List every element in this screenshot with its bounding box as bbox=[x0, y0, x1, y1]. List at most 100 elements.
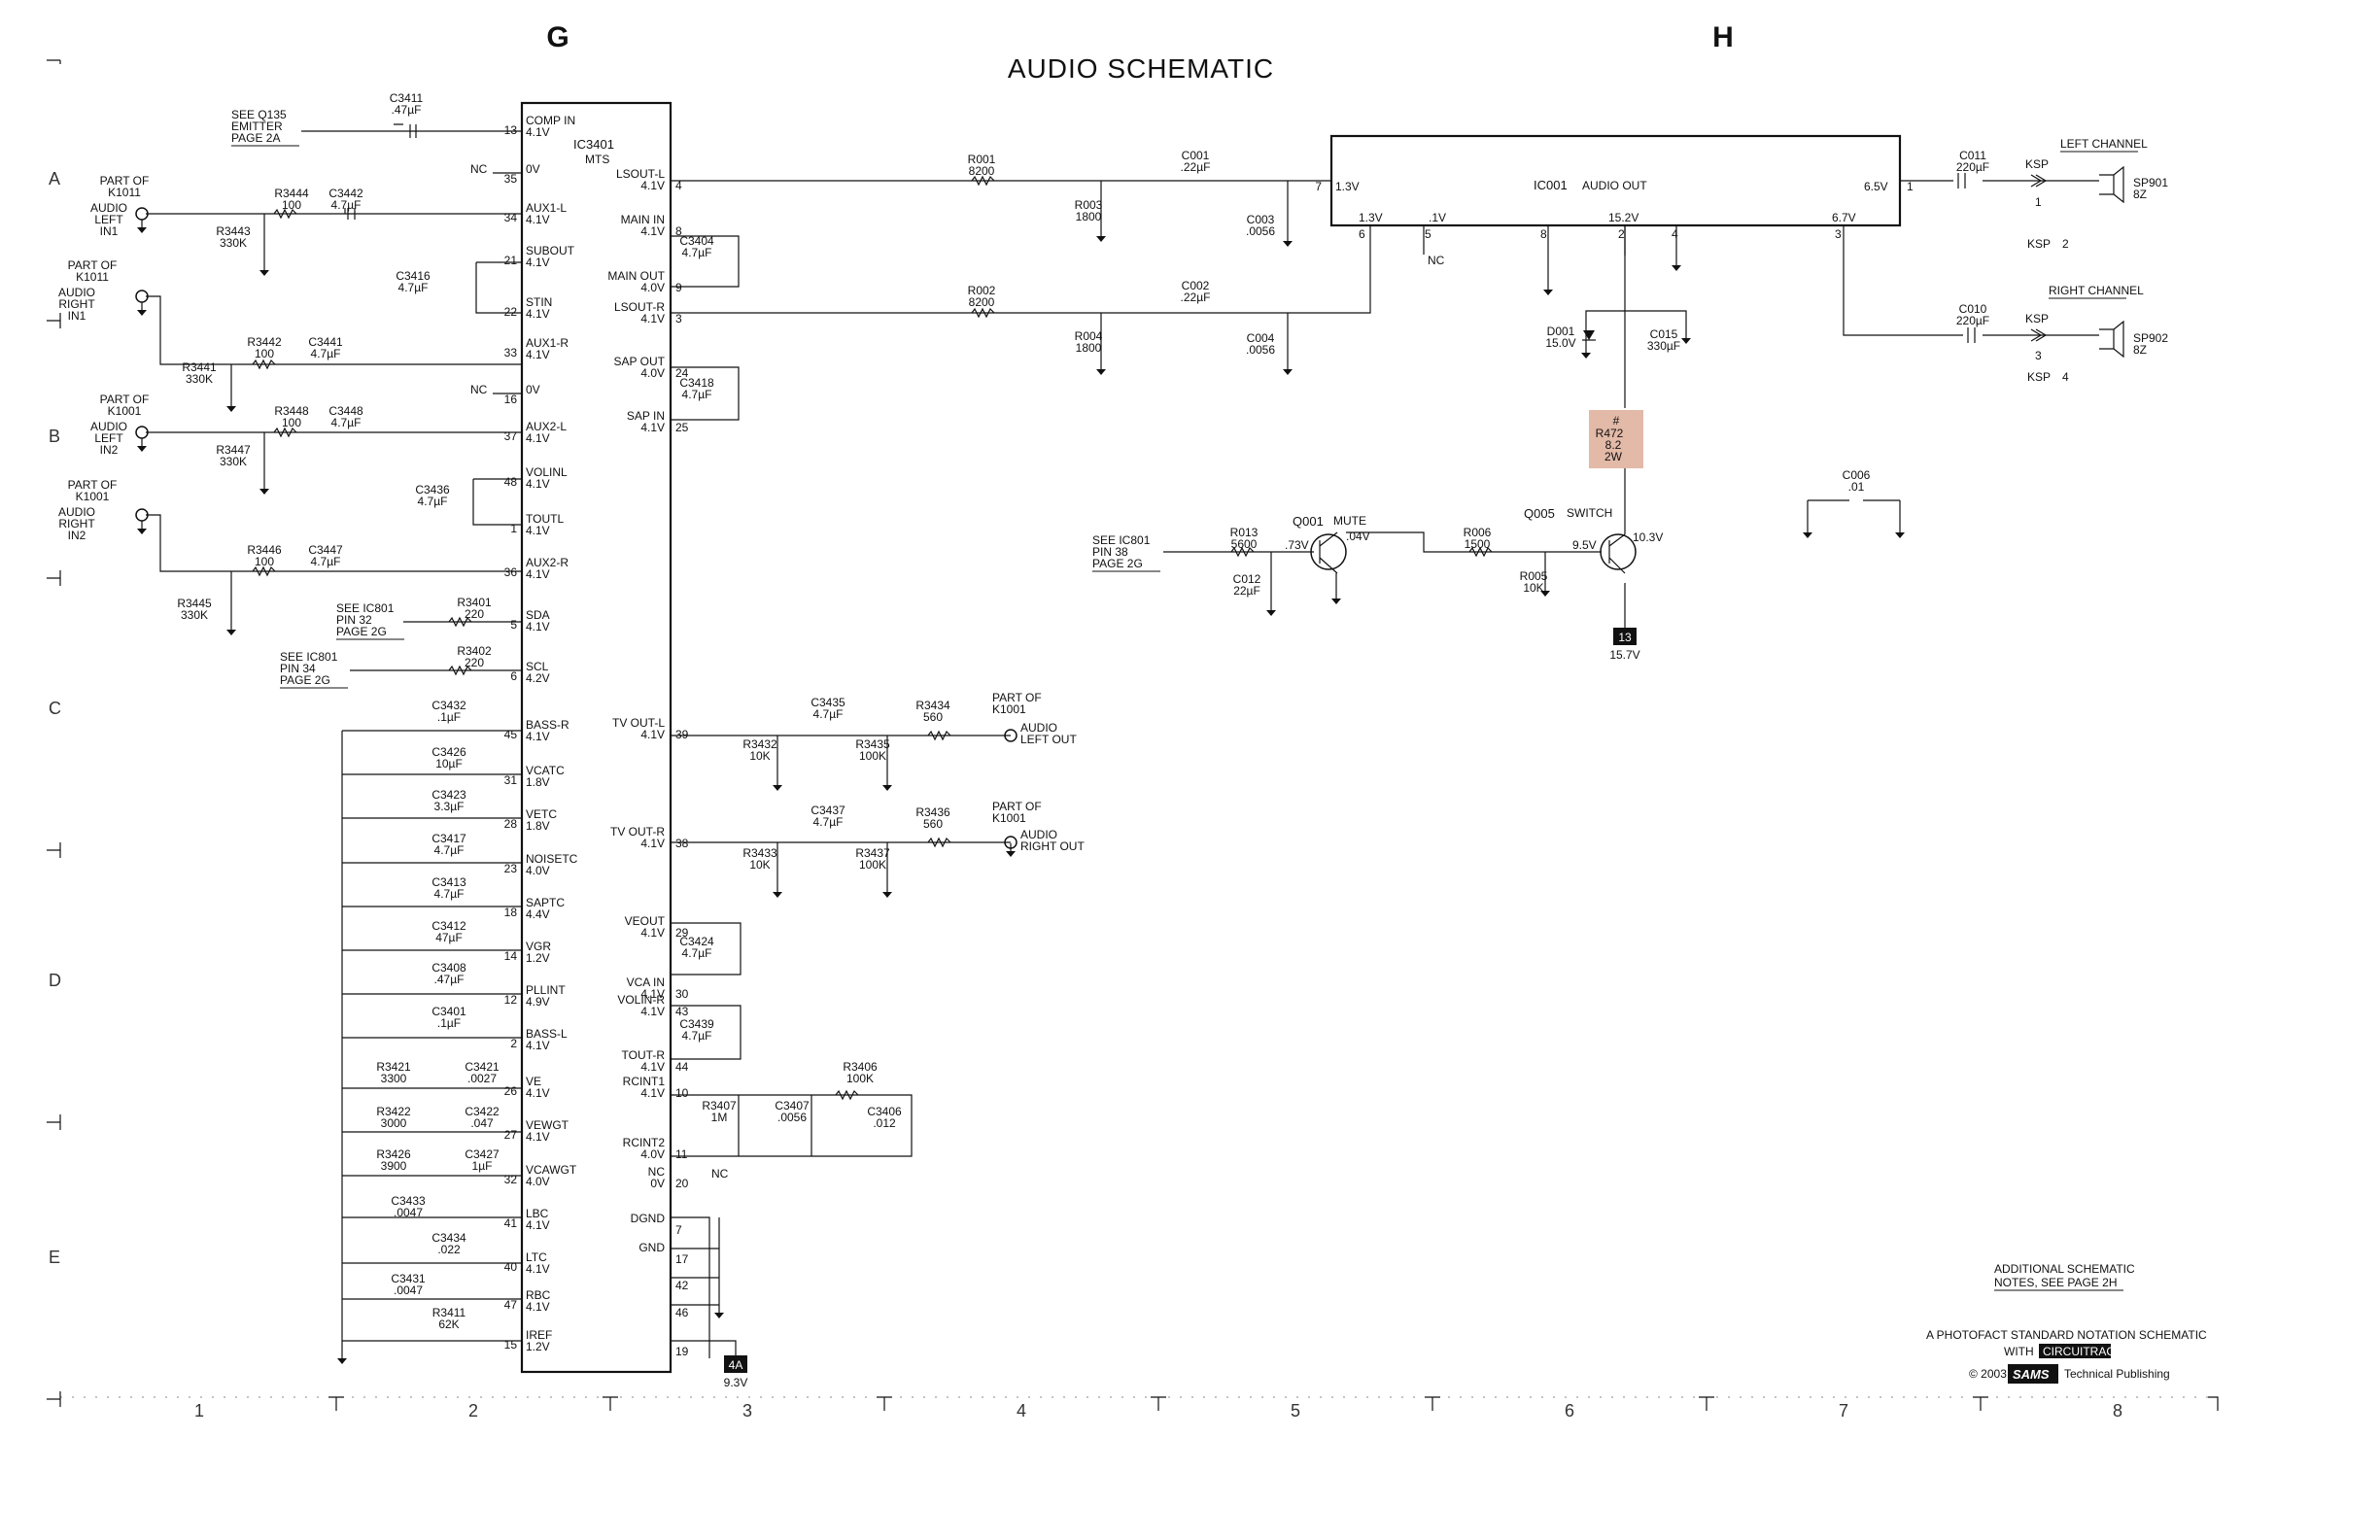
ic3401-pin-label: VE bbox=[526, 1075, 541, 1088]
speaker-ksp: KSP bbox=[2025, 157, 2049, 171]
value-r3426: 3900 bbox=[381, 1159, 407, 1173]
q001-base-volt: .73V bbox=[1285, 538, 1309, 552]
symbols bbox=[135, 124, 2124, 1373]
ic3401-pin-num: 31 bbox=[504, 773, 518, 787]
ic001-pin-volt: .1V bbox=[1429, 211, 1446, 224]
ic3401-pin-label: VETC bbox=[526, 807, 557, 821]
speaker-ksp-b: KSP bbox=[2027, 370, 2051, 384]
speaker-channel: RIGHT CHANNEL bbox=[2049, 284, 2144, 297]
nc-label-4: NC bbox=[1428, 254, 1445, 267]
ic3401-pin-label: DGND bbox=[631, 1212, 666, 1225]
ic3401-pin-volt: 1.2V bbox=[526, 951, 550, 965]
value-c3442: 4.7µF bbox=[331, 198, 362, 212]
sams-logo bbox=[2008, 1364, 2058, 1384]
label-r3434: R3434 bbox=[915, 699, 950, 712]
speaker-ksp-pin: 3 bbox=[2035, 349, 2042, 362]
label-c3416: C3416 bbox=[396, 269, 431, 283]
output-label: AUDIO bbox=[1020, 721, 1057, 735]
ic3401-pin-num: 1 bbox=[510, 522, 517, 535]
value-c3416: 4.7µF bbox=[398, 281, 429, 294]
ic3401-pin-volt: 4.1V bbox=[526, 1039, 550, 1052]
ic3401-pin-label: VEWGT bbox=[526, 1118, 569, 1132]
ic3401-pin-label: LBC bbox=[526, 1207, 549, 1220]
ic001-name: IC001 bbox=[1534, 178, 1568, 192]
ic3401-pin-label: RCINT1 bbox=[623, 1075, 666, 1088]
label-c3431: C3431 bbox=[391, 1272, 426, 1285]
ic3401-pin-label: SAP IN bbox=[627, 409, 665, 423]
label-r013: R013 bbox=[1230, 526, 1259, 539]
value-r3436: 560 bbox=[923, 817, 943, 831]
ic3401-pin-label: 0V bbox=[526, 162, 540, 176]
supply-13: 13 bbox=[1618, 631, 1632, 644]
ic3401-pin-num: 42 bbox=[675, 1279, 689, 1292]
ic3401-pin-volt: 4.1V bbox=[526, 524, 550, 537]
value-r3401: 220 bbox=[465, 607, 484, 621]
grid-col-4: 4 bbox=[1017, 1401, 1026, 1420]
ref-sda-1: PIN 32 bbox=[336, 613, 372, 627]
ic3401-pin-num: 9 bbox=[675, 281, 682, 294]
value-r3407: 1M bbox=[711, 1111, 728, 1124]
ic3401-pin-volt: 4.2V bbox=[526, 671, 550, 685]
label-c012: C012 bbox=[1233, 572, 1261, 586]
label-c3426: C3426 bbox=[431, 745, 466, 759]
value-c3422: .047 bbox=[470, 1116, 494, 1130]
ic3401-pin-label: RBC bbox=[526, 1288, 551, 1302]
label-r3401: R3401 bbox=[457, 596, 492, 609]
ic3401-pin-label: MAIN IN bbox=[621, 213, 665, 226]
ic3401-pin-volt: 4.0V bbox=[526, 1175, 550, 1188]
ic3401-pin-num: 37 bbox=[504, 429, 518, 443]
ic3401-pin-num: 27 bbox=[504, 1128, 518, 1142]
ic3401-pin-label: TV OUT-L bbox=[612, 716, 665, 730]
value-c3439: 4.7µF bbox=[682, 1029, 712, 1043]
wiring bbox=[146, 123, 2099, 1358]
output-part: PART OF bbox=[992, 691, 1042, 704]
value-c011: 220µF bbox=[1956, 160, 1989, 174]
ic001-pin-volt: 1.3V bbox=[1359, 211, 1383, 224]
ref-q135-2: PAGE 2A bbox=[231, 131, 280, 145]
label-c002: C002 bbox=[1182, 279, 1210, 292]
value-c3447: 4.7µF bbox=[311, 555, 341, 568]
notes-additional-2: NOTES, SEE PAGE 2H bbox=[1994, 1276, 2117, 1289]
q005-name: Q005 bbox=[1524, 506, 1555, 521]
value-c3426: 10µF bbox=[435, 757, 463, 770]
value-c002: .22µF bbox=[1181, 291, 1211, 304]
ic3401-pin-label: VCA IN bbox=[627, 975, 665, 989]
input-connector: K1011 bbox=[76, 270, 109, 284]
ic3401-pin-num: 12 bbox=[504, 993, 518, 1007]
value-c3417: 4.7µF bbox=[434, 843, 465, 857]
label-r006: R006 bbox=[1464, 526, 1492, 539]
label-r3441: R3441 bbox=[182, 360, 217, 374]
ic3401-pin-label: VCAWGT bbox=[526, 1163, 577, 1177]
ref-scl-1: PIN 34 bbox=[280, 662, 316, 675]
nc-label-3: NC bbox=[711, 1167, 729, 1181]
ic3401-pin-num: 45 bbox=[504, 728, 518, 741]
output-label: AUDIO bbox=[1020, 828, 1057, 841]
ic3401-pin-volt: 4.1V bbox=[640, 1005, 665, 1018]
ic3401-pin-label: LSOUT-L bbox=[616, 167, 665, 181]
value-r013: 5600 bbox=[1231, 537, 1258, 551]
value-r3448: 100 bbox=[282, 416, 301, 429]
label-r002: R002 bbox=[968, 284, 996, 297]
speaker-ksp-pin-b: 4 bbox=[2062, 370, 2069, 384]
ic3401-pin-volt: 4.0V bbox=[640, 1147, 665, 1161]
ic3401-pin-volt: 1.8V bbox=[526, 775, 550, 789]
value-c3421: .0027 bbox=[467, 1072, 497, 1085]
value-c010: 220µF bbox=[1956, 314, 1989, 327]
input-connector: K1001 bbox=[108, 404, 142, 418]
value-c3407: .0056 bbox=[777, 1111, 807, 1124]
ic3401-pin-num: 3 bbox=[675, 312, 682, 325]
ic3401-pin-volt: 1.8V bbox=[526, 819, 550, 833]
grid-row-C: C bbox=[49, 699, 61, 718]
label-r3411: R3411 bbox=[432, 1306, 466, 1319]
ic3401-pin-label: VGR bbox=[526, 940, 551, 953]
ic3401-left-pins: COMP IN4.1V130V35AUX1-L4.1V34SUBOUT4.1V2… bbox=[504, 114, 578, 1353]
ic3401-pin-volt: 4.0V bbox=[526, 864, 550, 877]
label-d001: D001 bbox=[1547, 325, 1575, 338]
ic3401-pin-label: BASS-R bbox=[526, 718, 569, 732]
ic3401-pin-volt: 4.1V bbox=[640, 987, 665, 1001]
ic3401-pin-volt: 4.1V bbox=[526, 1130, 550, 1144]
label-r3437: R3437 bbox=[855, 846, 890, 860]
ic3401-pin-label: AUX1-L bbox=[526, 201, 567, 215]
label-c3421: C3421 bbox=[465, 1060, 500, 1074]
ic3401-pin-label: PLLINT bbox=[526, 983, 566, 997]
